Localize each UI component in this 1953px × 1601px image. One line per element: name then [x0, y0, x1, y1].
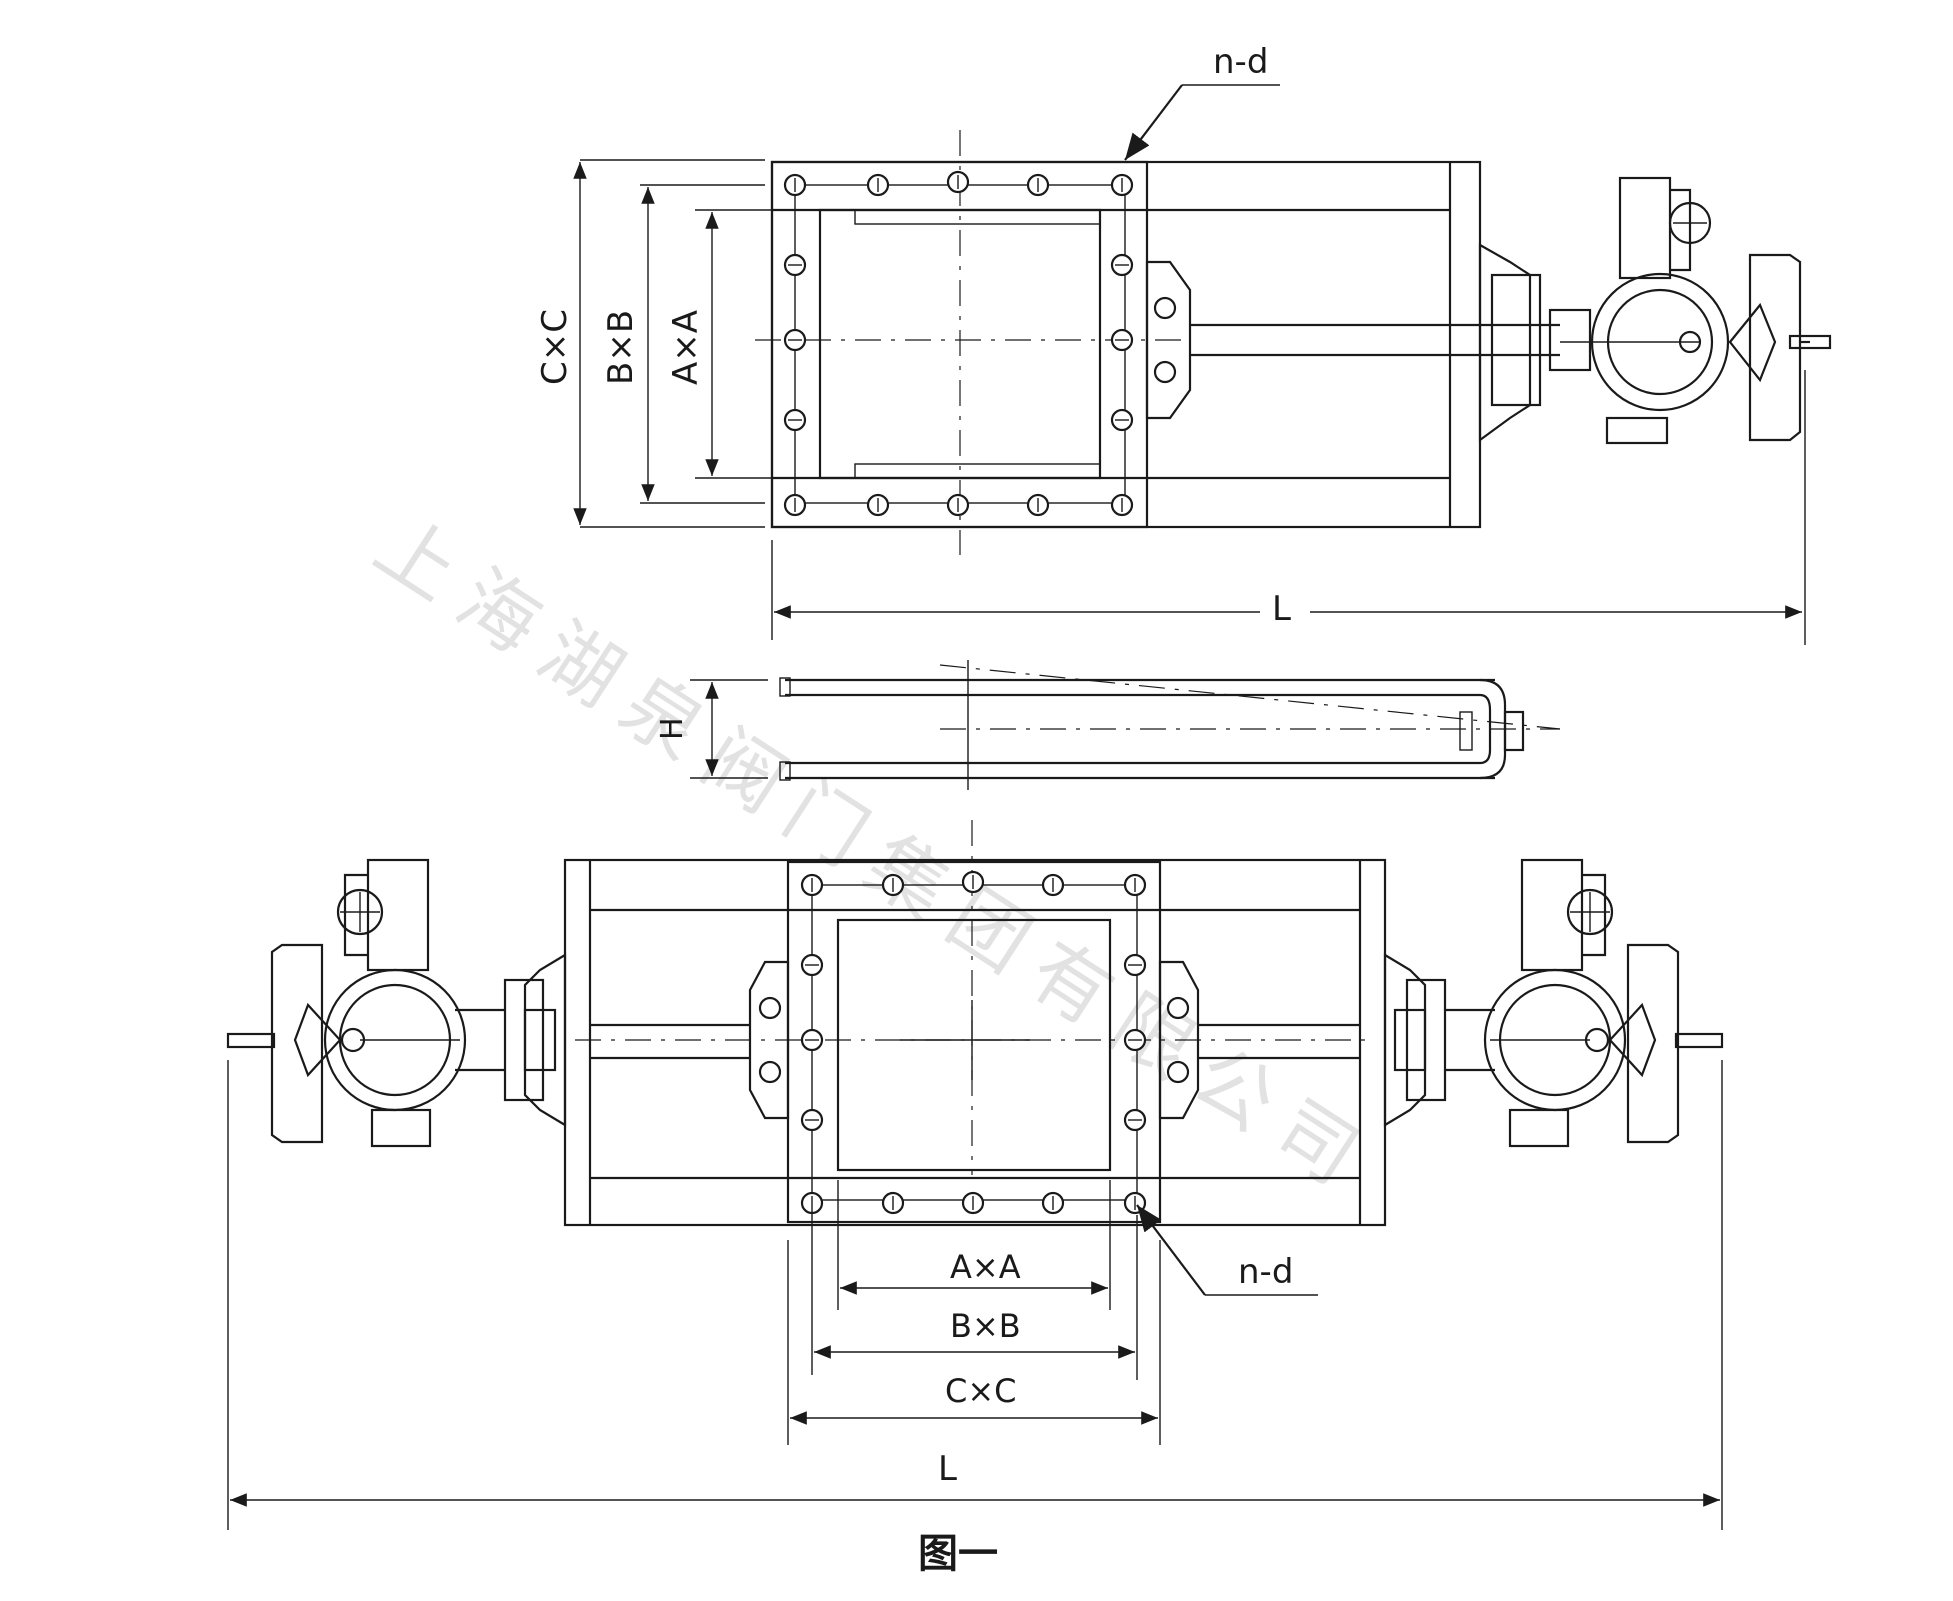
bottom-view-bore [836, 918, 1112, 1172]
bottom-right-handwheel [1626, 943, 1680, 1144]
bottom-dim-bxb: B×B [950, 1307, 1021, 1345]
top-dim-bxb: B×B [601, 310, 641, 385]
top-handwheel [1748, 253, 1802, 442]
watermark-text: 上海湖泉阀门集团有限公司 [360, 500, 1373, 1202]
top-dim-length: L [1272, 589, 1291, 629]
top-view: n-d C×C B×B A×A L [535, 42, 1832, 645]
bottom-dim-axa: A×A [950, 1248, 1021, 1286]
top-dim-cxc: C×C [535, 309, 575, 385]
figure-caption: 图一 [918, 1531, 998, 1577]
top-hole-label: n-d [1213, 42, 1268, 82]
bottom-dim-cxc: C×C [945, 1372, 1017, 1410]
bottom-view: n-d A×A B×B C×C L [226, 820, 1724, 1530]
side-dim-height: H [655, 717, 690, 740]
bottom-dim-length: L [938, 1449, 957, 1489]
side-view: H [655, 660, 1561, 790]
top-dim-axa: A×A [666, 310, 706, 385]
bottom-left-handwheel [270, 943, 324, 1144]
bottom-hole-label: n-d [1238, 1252, 1293, 1292]
